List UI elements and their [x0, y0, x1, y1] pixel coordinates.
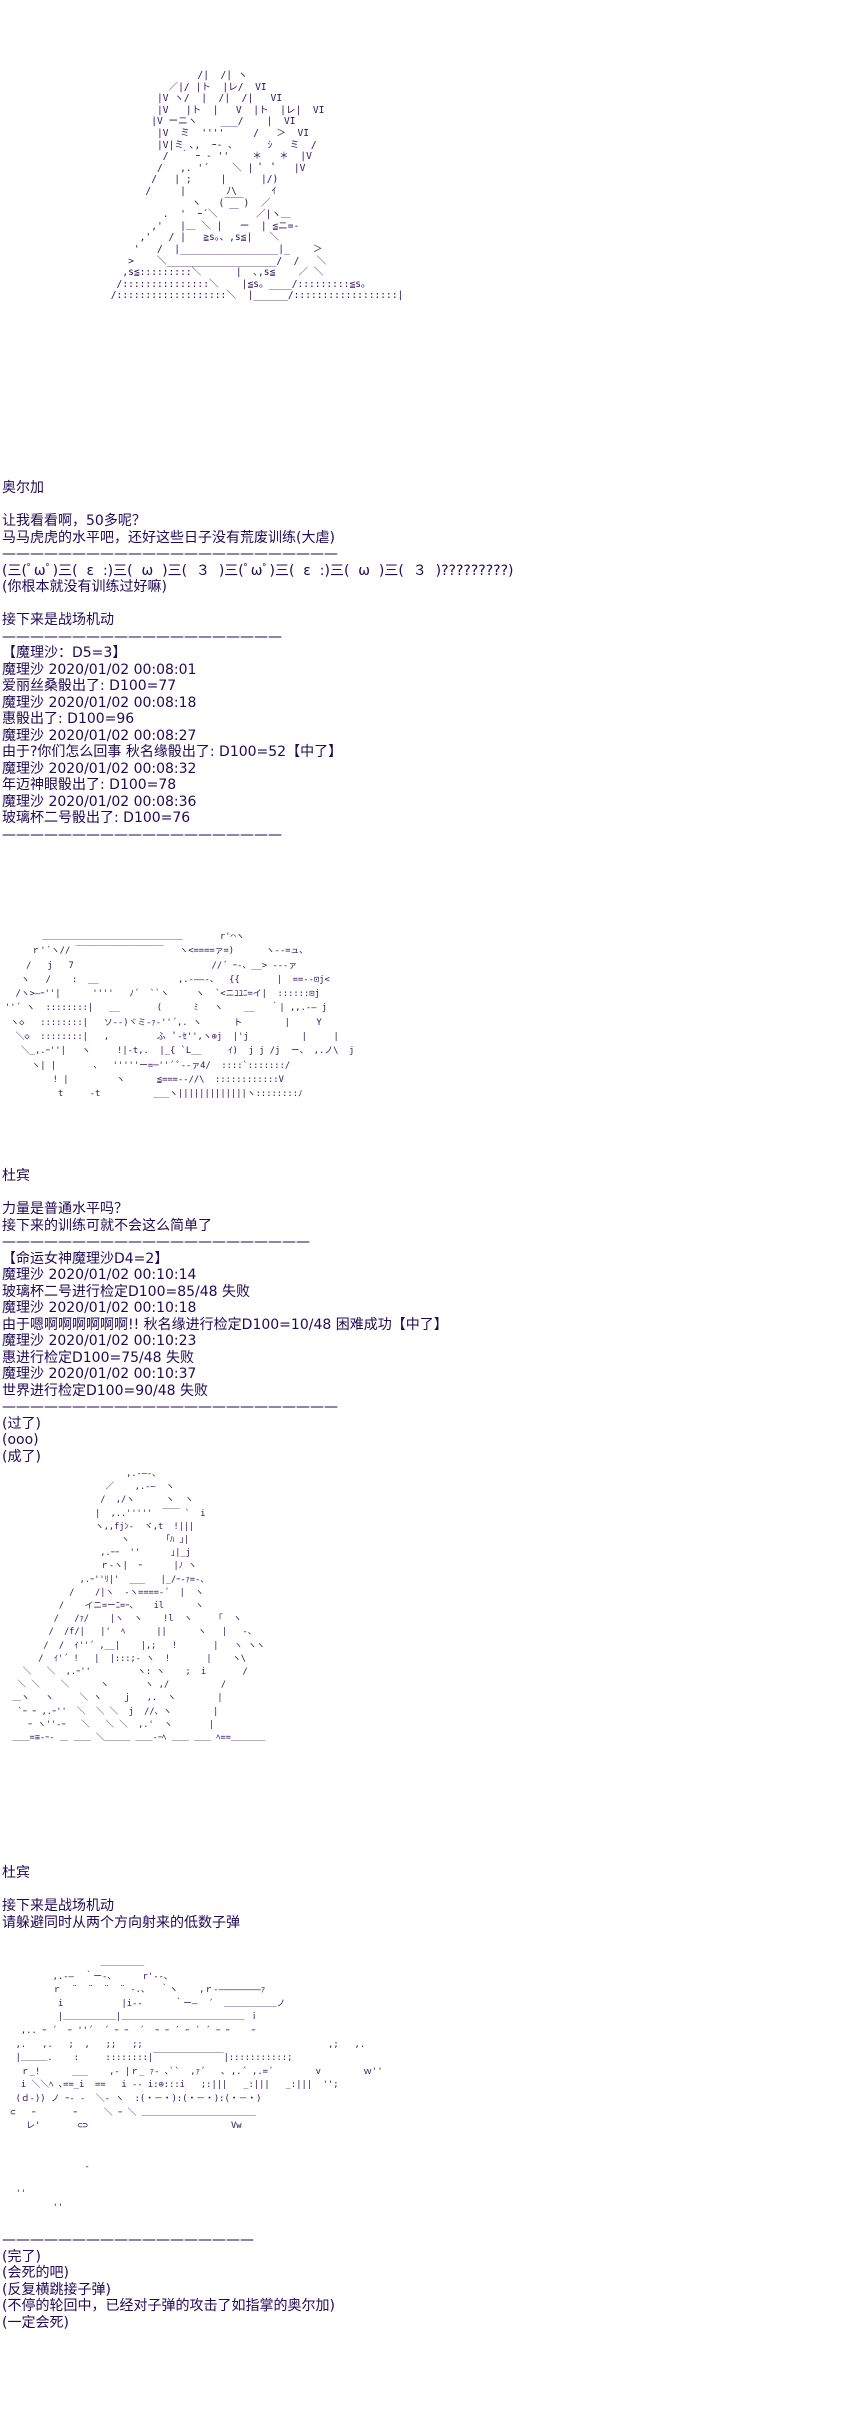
ascii-art-orga: /| /| ヽ ／|/ |ト |レ/ VI |V ヽ/ | /| /| VI |…: [110, 70, 404, 302]
text-line: 让我看看啊，50多呢？: [2, 513, 146, 529]
text-line: 魔理沙 2020/01/02 00:08:18: [2, 694, 197, 711]
text-line: (过了): [2, 1415, 41, 1432]
speaker-name: 杜宾: [2, 1168, 30, 1184]
text-line: (一定会死): [2, 2314, 69, 2331]
text-line: 【魔理沙：D5=3】: [2, 645, 127, 661]
text-line: (会死的吧): [2, 2265, 69, 2281]
text-line: 玻璃杯二号进行检定D100=85/48 失败: [2, 1283, 251, 1300]
text-line: 魔理沙 2020/01/02 00:10:14: [2, 1267, 197, 1283]
text-line: 力量是普通水平吗？: [2, 1201, 128, 1217]
text-line: 惠进行检定D100=75/48 失败: [2, 1349, 195, 1366]
panel1-text: 奥尔加 让我看看啊，50多呢？马马虎虎的水平吧，还好这些日子没有荒废训练(大虐)…: [2, 447, 513, 843]
panel3-text: 杜宾 接下来是战场机动请躲避同时从两个方向射来的低数子弹: [2, 1832, 240, 1931]
text-line: 马马虎虎的水平吧，还好这些日子没有荒废训练(大虐): [2, 529, 335, 546]
text-line: [2, 596, 513, 613]
ascii-art-dobin-group: ＿＿＿＿＿＿＿＿＿＿＿＿＿＿＿＿ r'⌒ヽ ｒ'´ヽ// ￣￣￣￣￣￣￣￣￣￣ …: [5, 932, 355, 1100]
separator-line: ————————————————————————: [2, 546, 338, 562]
ascii-art-dobin-standing: ,.-―-、 ／ ,.-― ヽ / ,/ヽ ヽ ヽ | ,..''''' ￣￣ …: [12, 1469, 266, 1744]
text-line: 接下来的训练可就不会这么简单了: [2, 1217, 212, 1234]
separator-line: ——————————————————————: [2, 1234, 310, 1250]
text-line: 魔理沙 2020/01/02 00:08:27: [2, 727, 197, 744]
speaker-name: 奥尔加: [2, 480, 44, 496]
text-line: (成了): [2, 1448, 41, 1465]
text-line: 魔理沙 2020/01/02 00:10:23: [2, 1333, 197, 1349]
text-line: 魔理沙 2020/01/02 00:08:36: [2, 793, 197, 810]
text-line: (你根本就没有训练过好嘛): [2, 579, 167, 595]
separator-line: ————————————————————: [2, 826, 282, 843]
speaker-name: 杜宾: [2, 1865, 30, 1881]
ascii-art-battlefield-vehicle: ＿＿＿＿＿ ,.-― ｀ー-、 r'‐-、 ｒ ¨ ¨ ¨ ¨ -.、 ｀ヽ ,…: [10, 1958, 383, 2213]
text-line: 世界进行检定D100=90/48 失败: [2, 1382, 209, 1399]
text-line: 魔理沙 2020/01/02 00:10:37: [2, 1366, 197, 1382]
text-line: 接下来是战场机动: [2, 1898, 114, 1914]
separator-line: ————————————————————: [2, 628, 282, 645]
text-line: (反复横跳接子弹): [2, 2281, 111, 2298]
separator-line: ————————————————————————: [2, 1399, 338, 1415]
text-line: 由于嗯啊啊啊啊啊啊!! 秋名缘进行检定D100=10/48 困难成功【中了】: [2, 1316, 448, 1333]
panel4-text: ——————————————————(完了)(会死的吧)(反复横跳接子弹)(不停…: [2, 2232, 335, 2331]
text-line: (ooo): [2, 1432, 39, 1448]
separator-line: ——————————————————: [2, 2232, 254, 2248]
text-line: 惠骰出了: D100=96: [2, 711, 135, 727]
text-line: (不停的轮回中，已经对子弹的攻击了如指掌的奥尔加): [2, 2298, 335, 2314]
text-line: 魔理沙 2020/01/02 00:08:32: [2, 760, 197, 777]
text-line: 爱丽丝桑骰出了: D100=77: [2, 678, 177, 694]
text-line: 【命运女神魔理沙D4=2】: [2, 1250, 169, 1267]
text-line: 请躲避同时从两个方向射来的低数子弹: [2, 1914, 240, 1931]
text-line: (完了): [2, 2248, 41, 2265]
text-line: 年迈神眼骰出了: D100=78: [2, 777, 177, 793]
text-line: 魔理沙 2020/01/02 00:10:18: [2, 1300, 197, 1316]
text-line: 玻璃杯二号骰出了: D100=76: [2, 810, 191, 826]
text-line: (三(ﾟωﾟ)三( ε :)三( ω )三( ３ )三(ﾟωﾟ)三( ε :)三…: [2, 562, 514, 579]
panel2-text: 杜宾 力量是普通水平吗？接下来的训练可就不会这么简单了—————————————…: [2, 1135, 448, 1465]
text-line: 接下来是战场机动: [2, 612, 114, 628]
text-line: 魔理沙 2020/01/02 00:08:01: [2, 661, 197, 678]
text-line: 由于?你们怎么回事 秋名缘骰出了: D100=52【中了】: [2, 744, 343, 760]
